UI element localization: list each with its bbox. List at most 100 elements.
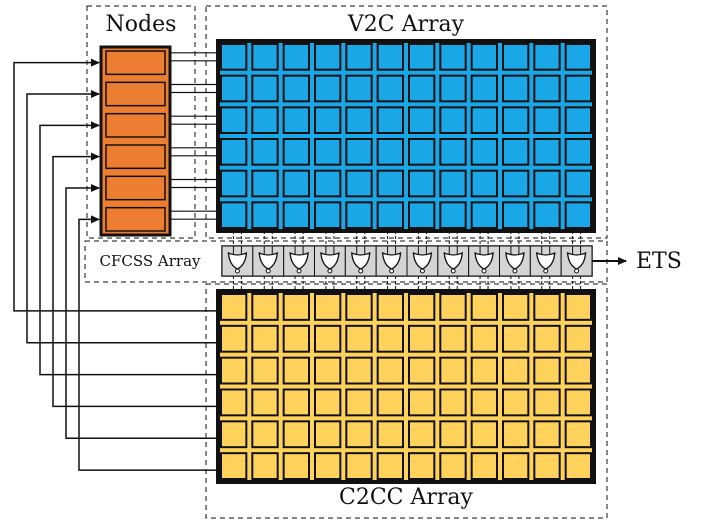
- v2c-cell: [345, 169, 373, 198]
- node-cell: [105, 175, 166, 201]
- v2c-cell: [345, 106, 373, 135]
- v2c-cell: [282, 201, 310, 229]
- c2cc-cell: [376, 388, 404, 417]
- gate-bubble: [450, 268, 456, 274]
- v2c-cell: [564, 169, 593, 198]
- v2c-cell: [564, 74, 593, 103]
- node-cell: [105, 81, 166, 107]
- gate-body: [566, 251, 587, 270]
- c2cc-cell: [408, 452, 436, 480]
- c2cc-cell: [282, 388, 310, 417]
- gate-body: [443, 251, 463, 270]
- c2cc-cell: [439, 452, 467, 480]
- c2cc-cell: [533, 324, 561, 353]
- feedback-wire: [52, 152, 218, 408]
- c2cc-cell: [251, 293, 279, 321]
- v2c-cell: [439, 201, 467, 229]
- c2cc-cell: [470, 293, 498, 321]
- c2cc-cell: [345, 293, 373, 321]
- node-column-frame: [99, 45, 172, 237]
- node-links: [170, 52, 582, 291]
- gate-body: [536, 251, 556, 270]
- gate-bubble: [265, 268, 271, 274]
- cfcss-row: [221, 245, 593, 277]
- v2c-cell: [564, 138, 593, 166]
- c2cc-cell: [439, 356, 467, 385]
- c2cc-cell: [502, 356, 530, 385]
- v2c-cell: [345, 43, 373, 71]
- c2cc-cell: [408, 324, 436, 353]
- v2c-cell: [345, 74, 373, 103]
- c2cc-cell: [502, 420, 530, 449]
- node-column: [99, 45, 172, 237]
- v2c-cell: [251, 43, 279, 71]
- v2c-cell: [345, 138, 373, 166]
- logic-gate-icon: [320, 246, 340, 274]
- v2c-cell: [470, 201, 498, 229]
- logic-gate-icon: [381, 246, 402, 274]
- gate-body: [227, 251, 248, 270]
- c2cc-cell: [282, 293, 310, 321]
- c2cc-cell: [314, 452, 342, 480]
- logic-gate-icon: [351, 246, 371, 274]
- c2cc-cell: [251, 420, 279, 449]
- gate-body: [289, 251, 309, 270]
- feedback-wire: [13, 58, 218, 312]
- v2c-cell: [251, 138, 279, 166]
- node-cell: [105, 144, 166, 170]
- nodes-region: [86, 5, 196, 239]
- c2cc-cell: [408, 356, 436, 385]
- c2cc-cell: [439, 388, 467, 417]
- v2c-cell: [220, 169, 248, 198]
- c2cc-cell: [564, 420, 593, 449]
- c2cc-cell: [314, 356, 342, 385]
- c2cc-cell: [345, 324, 373, 353]
- v2c-cell: [470, 74, 498, 103]
- v2c-cell: [533, 201, 561, 229]
- logic-gate-icon: [474, 246, 494, 274]
- c2cc-cell: [251, 452, 279, 480]
- v2c-cell: [564, 106, 593, 135]
- c2cc-cell: [220, 324, 248, 353]
- nodes-title: Nodes: [106, 12, 177, 37]
- c2cc-cell: [376, 420, 404, 449]
- gate-body: [258, 251, 278, 270]
- c2cc-cell: [502, 452, 530, 480]
- feedback-wire: [39, 121, 218, 376]
- c2cc-cell: [470, 420, 498, 449]
- c2cc-cell: [345, 452, 373, 480]
- gate-body: [351, 251, 371, 270]
- v2c-region: [205, 5, 608, 239]
- logic-gate-icon: [443, 246, 463, 274]
- c2cc-cell: [282, 356, 310, 385]
- v2c-cell: [502, 74, 530, 103]
- c2cc-cell: [564, 388, 593, 417]
- c2cc-cell: [502, 324, 530, 353]
- c2cc-cell: [282, 324, 310, 353]
- v2c-cell: [470, 43, 498, 71]
- v2c-cell: [314, 106, 342, 135]
- c2cc-cell: [376, 356, 404, 385]
- c2cc-cell: [439, 420, 467, 449]
- v2c-cell: [376, 169, 404, 198]
- v2c-cell: [376, 201, 404, 229]
- v2c-cell: [376, 74, 404, 103]
- gate-bubble: [327, 268, 333, 274]
- c2cc-cell: [220, 293, 248, 321]
- c2cc-cell: [220, 420, 248, 449]
- gate-bubble: [512, 268, 518, 274]
- v2c-cell: [408, 201, 436, 229]
- v2c-cell: [251, 106, 279, 135]
- c2cc-cell: [470, 356, 498, 385]
- gate-bubble: [543, 268, 549, 274]
- v2c-cell: [282, 106, 310, 135]
- v2c-cell: [439, 74, 467, 103]
- v2c-cell: [314, 169, 342, 198]
- v2c-cell: [533, 43, 561, 71]
- v2c-cell: [220, 106, 248, 135]
- c2cc-cell: [345, 356, 373, 385]
- v2c-cell: [564, 201, 593, 229]
- c2cc-cell: [376, 293, 404, 321]
- v2c-cell: [282, 138, 310, 166]
